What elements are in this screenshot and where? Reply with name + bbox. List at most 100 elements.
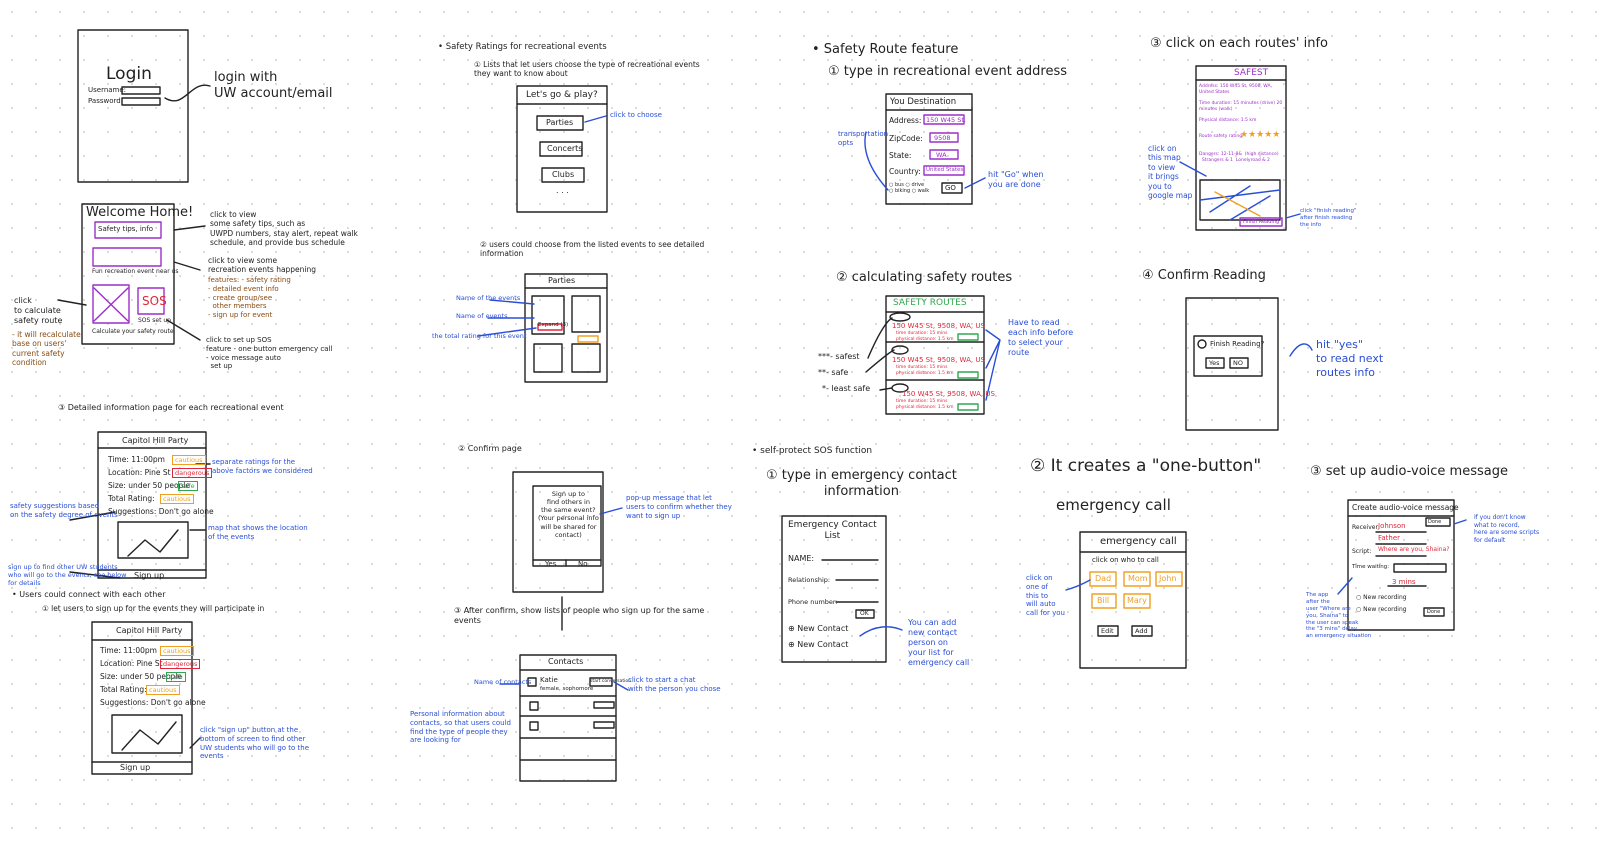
event-title-1: Capitol Hill Party xyxy=(122,436,189,445)
rating-1: Total Rating: xyxy=(108,494,155,503)
name-label: NAME: xyxy=(788,554,815,563)
signup-1[interactable]: Sign up xyxy=(134,571,165,580)
emergency-list-frame xyxy=(781,515,887,663)
welcome-phone-frame xyxy=(81,203,175,345)
time-value[interactable]: 3 mins xyxy=(1392,578,1416,586)
clubs-option[interactable]: Clubs xyxy=(552,170,575,179)
tag-rating-2: cautious xyxy=(146,685,180,696)
call-dad[interactable]: Dad xyxy=(1095,574,1112,583)
note-add-contact: You can add new contact person on your l… xyxy=(908,618,970,667)
note-personal: Personal information about contacts, so … xyxy=(410,710,511,745)
edit-button[interactable]: Edit xyxy=(1101,627,1114,635)
audio-message-frame xyxy=(1347,499,1455,631)
username-label: Username: xyxy=(88,86,127,94)
fun-events-box xyxy=(92,247,162,267)
step1-connect: ① let users to sign up for the events th… xyxy=(42,604,265,613)
note-script: if you don't know what to record, here a… xyxy=(1474,514,1540,544)
emergency-call-word: emergency call xyxy=(1056,496,1171,514)
note-events-count: Name of events xyxy=(456,312,508,320)
country-label: Country: xyxy=(889,167,921,176)
route-1[interactable]: 150 W45 St, 9508, WA, US xyxy=(892,322,985,330)
parties-option[interactable]: Parties xyxy=(546,118,574,127)
login-title: Login xyxy=(106,64,152,84)
receiver-value[interactable]: Johnson xyxy=(1378,522,1406,530)
call-mom[interactable]: Mom xyxy=(1128,574,1148,583)
safety-route-title: • Safety Route feature xyxy=(812,42,959,57)
destination-frame xyxy=(885,93,973,205)
concerts-option[interactable]: Concerts xyxy=(547,144,583,153)
state-value[interactable]: WA xyxy=(936,151,947,159)
note-set-up: The app after the user "Where are you, S… xyxy=(1306,592,1372,640)
call-john[interactable]: John xyxy=(1159,574,1177,583)
note-tips: click to view some safety tips, such as … xyxy=(210,210,358,248)
tag-cautious-2: cautious xyxy=(160,646,194,657)
new-recording-2[interactable]: ○ New recording xyxy=(1356,606,1407,613)
safety-ratings-title: • Safety Ratings for recreational events xyxy=(438,42,607,52)
new-recording-1[interactable]: ○ New recording xyxy=(1356,594,1407,601)
contact-info: female, sophomore xyxy=(540,686,594,692)
more-options: . . . xyxy=(556,186,569,195)
finish-reading-button[interactable]: Finish Reading xyxy=(1243,219,1280,225)
parties-header: Parties xyxy=(548,276,576,285)
state-label: State: xyxy=(889,151,912,160)
note-suggest: safety suggestions based on the safety d… xyxy=(10,502,118,519)
step3-after: ③ After confirm, show lists of people wh… xyxy=(454,606,705,625)
event-title-2: Capitol Hill Party xyxy=(116,626,183,635)
safety-tips-box xyxy=(94,221,162,239)
zip-value[interactable]: 9508 xyxy=(934,134,951,142)
note-events: click to view some recreation events hap… xyxy=(208,256,317,275)
country-value[interactable]: United States xyxy=(926,167,964,173)
note-finish: click "finish reading" after finish read… xyxy=(1300,208,1357,228)
address-value[interactable]: 150 W45 St. xyxy=(926,116,966,124)
parties-list-frame xyxy=(524,273,608,383)
route-1-detail: time duration: 15 mins physical distance… xyxy=(896,331,954,342)
new-contact-1[interactable]: ⊕ New Contact xyxy=(788,624,849,633)
finish-no[interactable]: NO xyxy=(1233,359,1243,367)
role-value[interactable]: Father xyxy=(1378,534,1401,542)
suggestions-1: Suggestions: Don't go alone xyxy=(108,507,214,516)
finish-reading-question: Finish Reading? xyxy=(1210,340,1265,348)
map-box-2 xyxy=(111,714,183,754)
tag-safe-1: safe xyxy=(178,481,198,492)
contact-name[interactable]: Katie xyxy=(540,676,558,684)
username-field xyxy=(121,86,161,95)
signup-2[interactable]: Sign up xyxy=(120,763,151,772)
go-button[interactable]: GO xyxy=(945,184,956,192)
emergency-call-frame xyxy=(1079,531,1187,669)
sos-setup: SOS set up xyxy=(138,317,171,324)
ok-button[interactable]: OK xyxy=(860,610,869,617)
note-hit-yes: hit "yes" to read next routes info xyxy=(1316,338,1384,379)
address-line: Address: 150 W45 St, 9508, WA, United St… xyxy=(1199,84,1272,95)
confirm-popup xyxy=(532,485,602,567)
legend-safest: ***- safest xyxy=(818,352,860,361)
audio-top-button[interactable]: Done xyxy=(1428,519,1442,525)
route-box xyxy=(92,284,130,324)
note-ratings: separate ratings for the above factors w… xyxy=(212,458,313,475)
event-detail-frame-2 xyxy=(91,621,193,775)
call-bill[interactable]: Bill xyxy=(1097,596,1110,605)
route-3[interactable]: 150 W45 St, 9508, WA, US xyxy=(902,390,995,398)
finish-yes[interactable]: Yes xyxy=(1209,359,1220,367)
script-value[interactable]: Where are you, Shaina? xyxy=(1378,546,1450,553)
lets-go: Let's go & play? xyxy=(526,90,598,100)
done-button[interactable]: Done xyxy=(1427,609,1441,615)
create-audio-header: Create audio-voice message xyxy=(1352,503,1459,512)
route-detail-frame xyxy=(1195,65,1287,231)
tag-cautious-1: cautious xyxy=(172,455,206,466)
new-contact-2[interactable]: ⊕ New Contact xyxy=(788,640,849,649)
add-button[interactable]: Add xyxy=(1135,627,1148,635)
call-mary[interactable]: Mary xyxy=(1127,596,1147,605)
step1-emergency: ① type in emergency contact information xyxy=(766,468,957,500)
confirm-no[interactable]: No xyxy=(578,560,588,568)
emergency-list-title: Emergency Contact List xyxy=(788,520,877,542)
transport-options[interactable]: ○ bus ○ drive ○ biking ○ walk xyxy=(889,182,930,195)
step3-click: ③ click on each routes' info xyxy=(1150,36,1328,51)
event-types-frame xyxy=(516,85,608,213)
confirm-yes[interactable]: Yes xyxy=(545,560,557,568)
route-2[interactable]: 150 W45 St, 9508, WA, US xyxy=(892,356,985,364)
map-box-1 xyxy=(117,521,189,559)
tag-dangerous-2: dangerous xyxy=(160,659,201,670)
start-chat-button[interactable]: start conversation xyxy=(590,679,631,684)
suggestions-2: Suggestions: Don't go alone xyxy=(100,698,206,707)
